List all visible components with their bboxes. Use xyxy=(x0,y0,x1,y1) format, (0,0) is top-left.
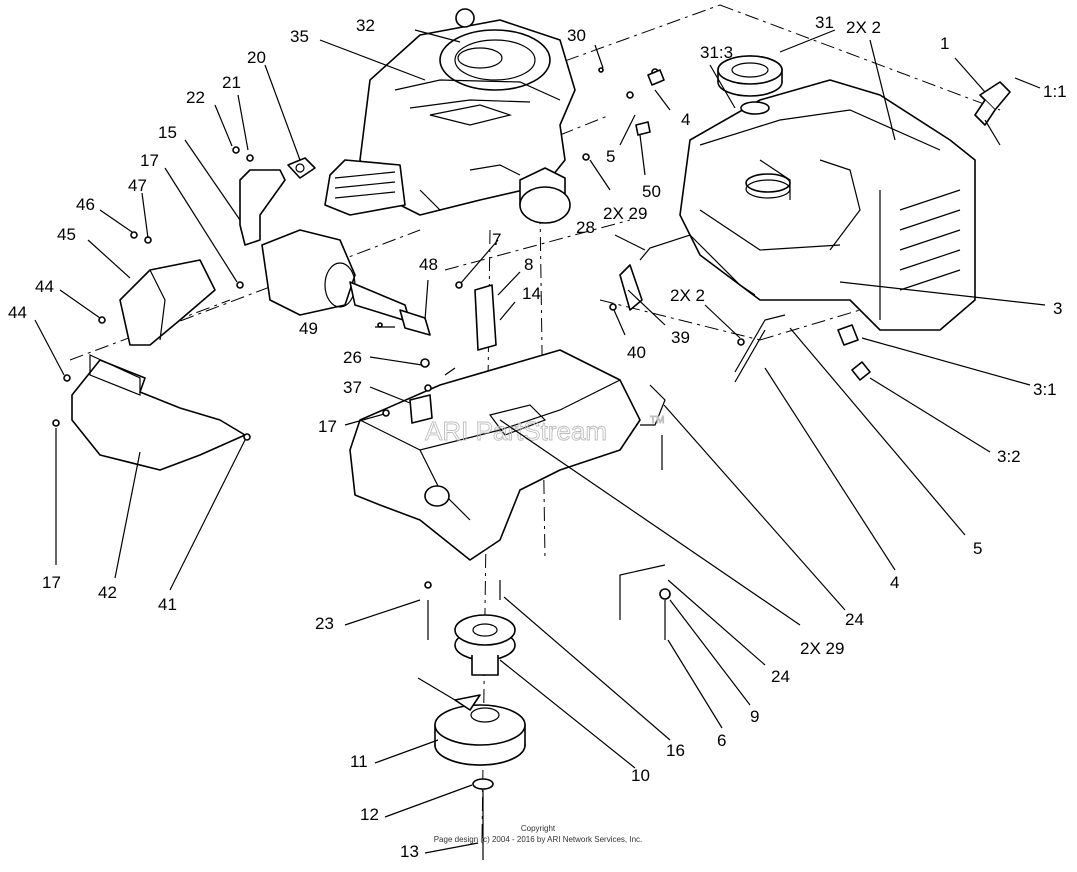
callout-2x29-top: 2X 29 xyxy=(603,204,647,223)
copyright-footer: Copyright Page design (c) 2004 - 2016 by… xyxy=(434,824,643,844)
callout-14: 14 xyxy=(522,284,541,303)
callout-15: 15 xyxy=(158,123,177,142)
callout-1: 1 xyxy=(940,34,949,53)
callout-1-1: 1:1 xyxy=(1043,82,1067,101)
callout-21: 21 xyxy=(222,73,241,92)
callout-16: 16 xyxy=(666,741,685,760)
muffler-assembly xyxy=(239,157,431,336)
callout-3-1: 3:1 xyxy=(1033,380,1057,399)
callout-49: 49 xyxy=(299,319,318,338)
callout-50: 50 xyxy=(642,182,661,201)
callout-24-a: 24 xyxy=(845,610,864,629)
fuel-tank xyxy=(679,79,976,331)
callout-22: 22 xyxy=(186,88,205,107)
callout-32: 32 xyxy=(356,16,375,35)
copyright-line-1: Copyright xyxy=(521,824,556,833)
heat-shields xyxy=(71,259,246,471)
callout-40: 40 xyxy=(627,343,646,362)
callout-labels: 1 1:1 2X 2 2X 2 3 3:1 3:2 4 4 5 5 6 7 8 … xyxy=(8,13,1067,861)
callout-17-c: 17 xyxy=(42,573,61,592)
callout-5-top: 5 xyxy=(606,147,615,166)
callout-13: 13 xyxy=(400,842,419,861)
callout-44-a: 44 xyxy=(35,277,54,296)
callout-46: 46 xyxy=(76,195,95,214)
callout-2x2-mid: 2X 2 xyxy=(670,286,705,305)
callout-26: 26 xyxy=(343,348,362,367)
callout-20: 20 xyxy=(247,48,266,67)
callout-37: 37 xyxy=(343,378,362,397)
callout-47: 47 xyxy=(128,176,147,195)
engine xyxy=(324,8,576,224)
callout-4-top: 4 xyxy=(681,110,690,129)
callout-24-b: 24 xyxy=(771,667,790,686)
callout-3-2: 3:2 xyxy=(997,447,1021,466)
callout-39: 39 xyxy=(671,328,690,347)
callout-10: 10 xyxy=(631,766,650,785)
callout-28: 28 xyxy=(576,218,595,237)
callout-48: 48 xyxy=(419,255,438,274)
callout-5-bot: 5 xyxy=(973,539,982,558)
callout-30: 30 xyxy=(567,26,586,45)
callout-11: 11 xyxy=(350,752,368,771)
callout-4-bot: 4 xyxy=(890,573,899,592)
callout-6: 6 xyxy=(717,731,726,750)
callout-9: 9 xyxy=(750,707,759,726)
fuel-cap xyxy=(717,55,783,115)
callout-17-a: 17 xyxy=(140,151,159,170)
copyright-line-2: Page design (c) 2004 - 2016 by ARI Netwo… xyxy=(434,835,643,844)
callout-12: 12 xyxy=(360,805,379,824)
callout-41: 41 xyxy=(158,595,177,614)
callout-2x29-bot: 2X 29 xyxy=(800,639,844,658)
throttle-control xyxy=(974,81,1011,146)
callout-3: 3 xyxy=(1053,299,1062,318)
engine-frame xyxy=(349,349,641,561)
leader-lines xyxy=(34,29,1046,854)
callout-44-b: 44 xyxy=(8,303,27,322)
callout-23: 23 xyxy=(315,614,334,633)
callout-31: 31 xyxy=(815,13,834,32)
callout-31-3: 31:3 xyxy=(700,43,733,62)
callout-17-b: 17 xyxy=(318,417,337,436)
callout-2x2-top: 2X 2 xyxy=(846,18,881,37)
callout-35: 35 xyxy=(290,27,309,46)
callout-7: 7 xyxy=(492,230,501,249)
callout-42: 42 xyxy=(98,583,117,602)
pulley-and-clutch xyxy=(417,614,526,860)
watermark-tm: TM xyxy=(650,415,664,426)
callout-8: 8 xyxy=(524,255,533,274)
hardware-fasteners xyxy=(52,67,745,589)
callout-45: 45 xyxy=(57,225,76,244)
